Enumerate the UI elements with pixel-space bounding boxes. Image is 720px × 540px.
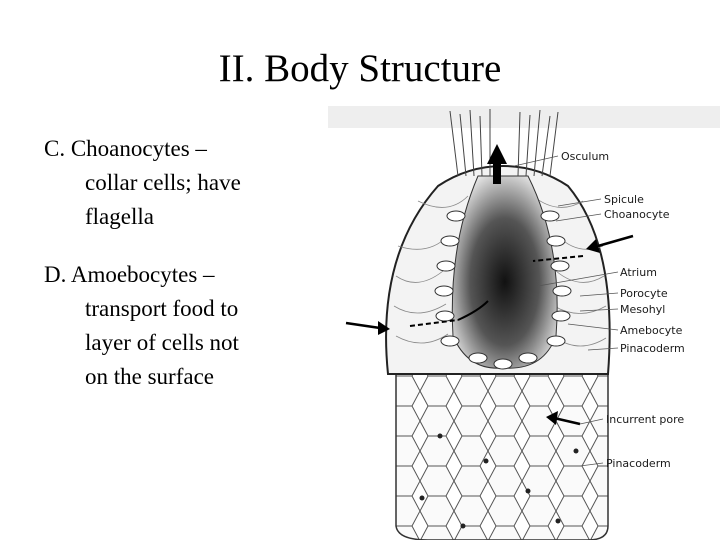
bullet-body-line: flagella [85,204,154,229]
bullet-body-line: transport food to [85,296,239,321]
label-mesohyl: Mesohyl [620,303,665,316]
bullet-list: C. Choanocytes – collar cells; have flag… [44,132,324,418]
lower-body-cells [419,433,579,529]
mesohyl-texture [393,195,607,347]
bullet-body-line: on the surface [85,364,214,389]
label-amebocyte: Amebocyte [620,324,683,337]
label-spicule: Spicule [604,193,644,206]
label-leaders [513,155,619,467]
sponge-diagram: Osculum Spicule Choanocyte Atrium Porocy… [318,106,720,540]
osculum-arrow [487,144,507,184]
bullet-heading: D. Amoebocytes – [44,262,215,287]
bullet-body-line: layer of cells not [85,330,239,355]
label-atrium: Atrium [620,266,657,279]
osculum-spicules [449,109,559,177]
bullet-heading: C. Choanocytes – [44,136,207,161]
inflow-arrow-upper [586,234,634,253]
slide-title: II. Body Structure [218,47,502,90]
inner-flow-arrows [409,255,584,327]
bullet-amoebocytes: D. Amoebocytes – transport food to layer… [44,258,324,394]
inflow-arrow-lower [546,411,581,426]
bullet-body-line: collar cells; have [85,170,241,195]
scan-band [328,106,720,128]
label-choanocyte: Choanocyte [604,208,670,221]
label-pinacoderm-upper: Pinacoderm [620,342,685,355]
choanocyte-cells [434,210,572,370]
label-pinacoderm-lower: Pinacoderm [606,457,671,470]
label-osculum: Osculum [561,150,609,163]
sponge-diagram-svg: Osculum Spicule Choanocyte Atrium Porocy… [328,106,720,540]
label-incurrent-pore: Incurrent pore [606,413,684,426]
bullet-choanocytes: C. Choanocytes – collar cells; have flag… [44,132,324,234]
inflow-arrow-left [345,321,390,335]
label-porocyte: Porocyte [620,287,668,300]
lower-body [395,365,609,540]
